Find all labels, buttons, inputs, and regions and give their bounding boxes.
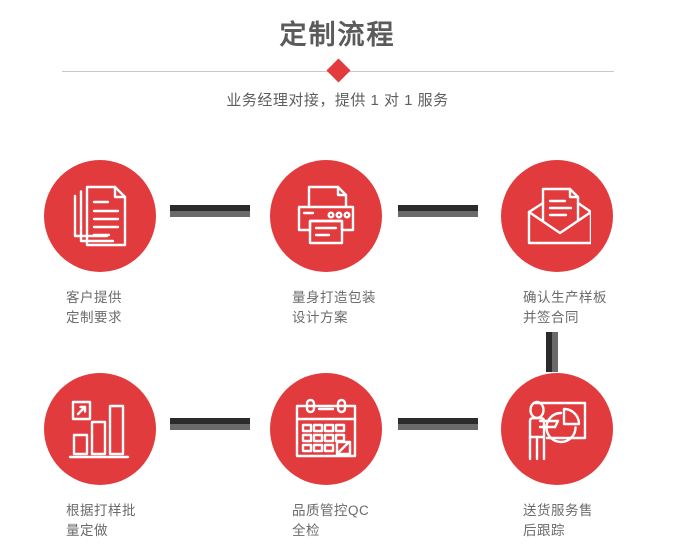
connector-step4-step5 — [170, 418, 250, 430]
flow-step-6[interactable]: 送货服务售 后跟踪 — [501, 373, 661, 541]
step-1-label: 客户提供 定制要求 — [66, 290, 122, 325]
bar-chart-growth-icon — [68, 400, 130, 459]
step-5-label: 品质管控QC 全检 — [292, 503, 370, 538]
step-4-circle — [44, 373, 156, 485]
step-3-label: 确认生产样板 并签合同 — [523, 290, 607, 325]
step-2-circle — [270, 160, 382, 272]
connector-dark-segment — [170, 205, 250, 211]
page-subtitle: 业务经理对接，提供 1 对 1 服务 — [226, 92, 449, 109]
connector-gray-segment — [398, 211, 478, 217]
page-title: 定制流程 — [279, 20, 396, 50]
step-5-circle — [270, 373, 382, 485]
documents-stack-icon — [73, 185, 127, 247]
flow-step-4[interactable]: 根据打样批 量定做 — [44, 373, 204, 541]
connector-gray-segment — [170, 211, 250, 217]
connector-step2-step3 — [398, 205, 478, 217]
title-divider — [62, 58, 614, 83]
flow-step-2[interactable]: 量身打造包装 设计方案 — [270, 160, 430, 328]
flow-step-1[interactable]: 客户提供 定制要求 — [44, 160, 204, 328]
flow-step-5[interactable]: 品质管控QC 全检 — [270, 373, 430, 541]
connector-gray-segment — [398, 424, 478, 430]
connector-dark-segment — [398, 418, 478, 424]
connector-gray-segment — [170, 424, 250, 430]
connector-step3-step6 — [546, 332, 558, 372]
printer-icon — [297, 185, 355, 245]
envelope-document-icon — [527, 187, 591, 245]
step-2-label: 量身打造包装 设计方案 — [292, 290, 376, 325]
step-6-label: 送货服务售 后跟踪 — [523, 503, 593, 538]
step-3-circle — [501, 160, 613, 272]
step-6-circle — [501, 373, 613, 485]
flow-step-3[interactable]: 确认生产样板 并签合同 — [501, 160, 661, 328]
calendar-check-icon — [295, 398, 357, 458]
connector-dark-segment — [170, 418, 250, 424]
connector-step5-step6 — [398, 418, 478, 430]
connector-step1-step2 — [170, 205, 250, 217]
presenter-pie-chart-icon — [528, 400, 587, 461]
connector-gray-segment — [552, 332, 558, 372]
step-1-circle — [44, 160, 156, 272]
step-4-label: 根据打样批 量定做 — [66, 503, 136, 538]
connector-dark-segment — [398, 205, 478, 211]
connector-dark-segment — [546, 332, 552, 372]
